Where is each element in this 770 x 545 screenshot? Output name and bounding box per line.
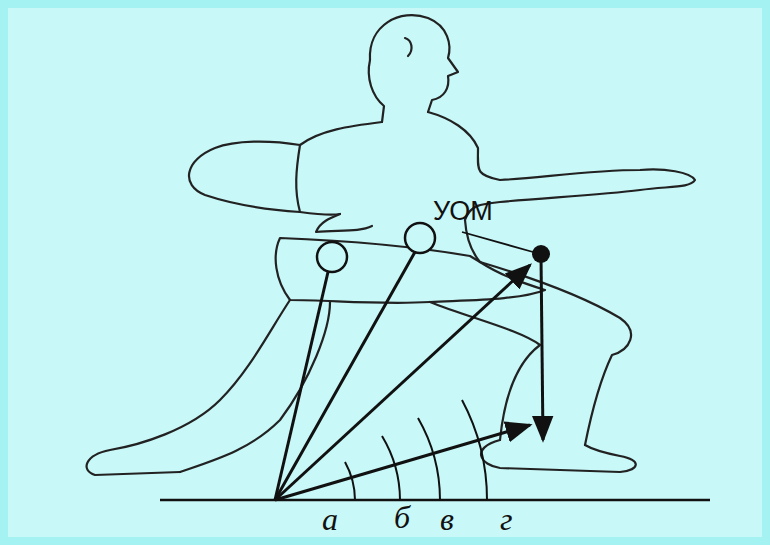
back-shoulder [296,145,300,212]
ground-line [160,499,710,502]
force-arrow [275,265,530,500]
joint-circle [405,223,435,253]
gravity-arrow [541,256,543,440]
neck-outline [369,60,384,122]
ear-outline [405,38,412,56]
angle-arc [418,418,440,500]
angle-letter: а [322,503,338,535]
head-outline [370,15,458,112]
center-of-mass-dot [532,245,550,263]
angle-arc [462,400,487,500]
inner-panel [8,8,762,537]
angle-arc [345,462,355,500]
angle-letter: в [440,503,454,535]
angle-letter: б [394,501,410,533]
joint-line [275,252,415,500]
hand-on-hip [316,214,372,232]
back-leg-upper [180,302,330,472]
front-shoe [481,440,636,472]
runner-outline [87,15,695,475]
joint-circle [317,242,347,272]
back-leg-lower [87,300,290,475]
force-arrow [275,425,530,500]
back-arm-outline [189,122,382,215]
angle-letter: г [500,503,512,535]
front-leg-lower [430,302,540,440]
force-vectors [275,252,543,500]
joint-line [275,272,328,500]
center-of-mass-label: УОМ [433,198,493,225]
leader-line [462,232,533,252]
